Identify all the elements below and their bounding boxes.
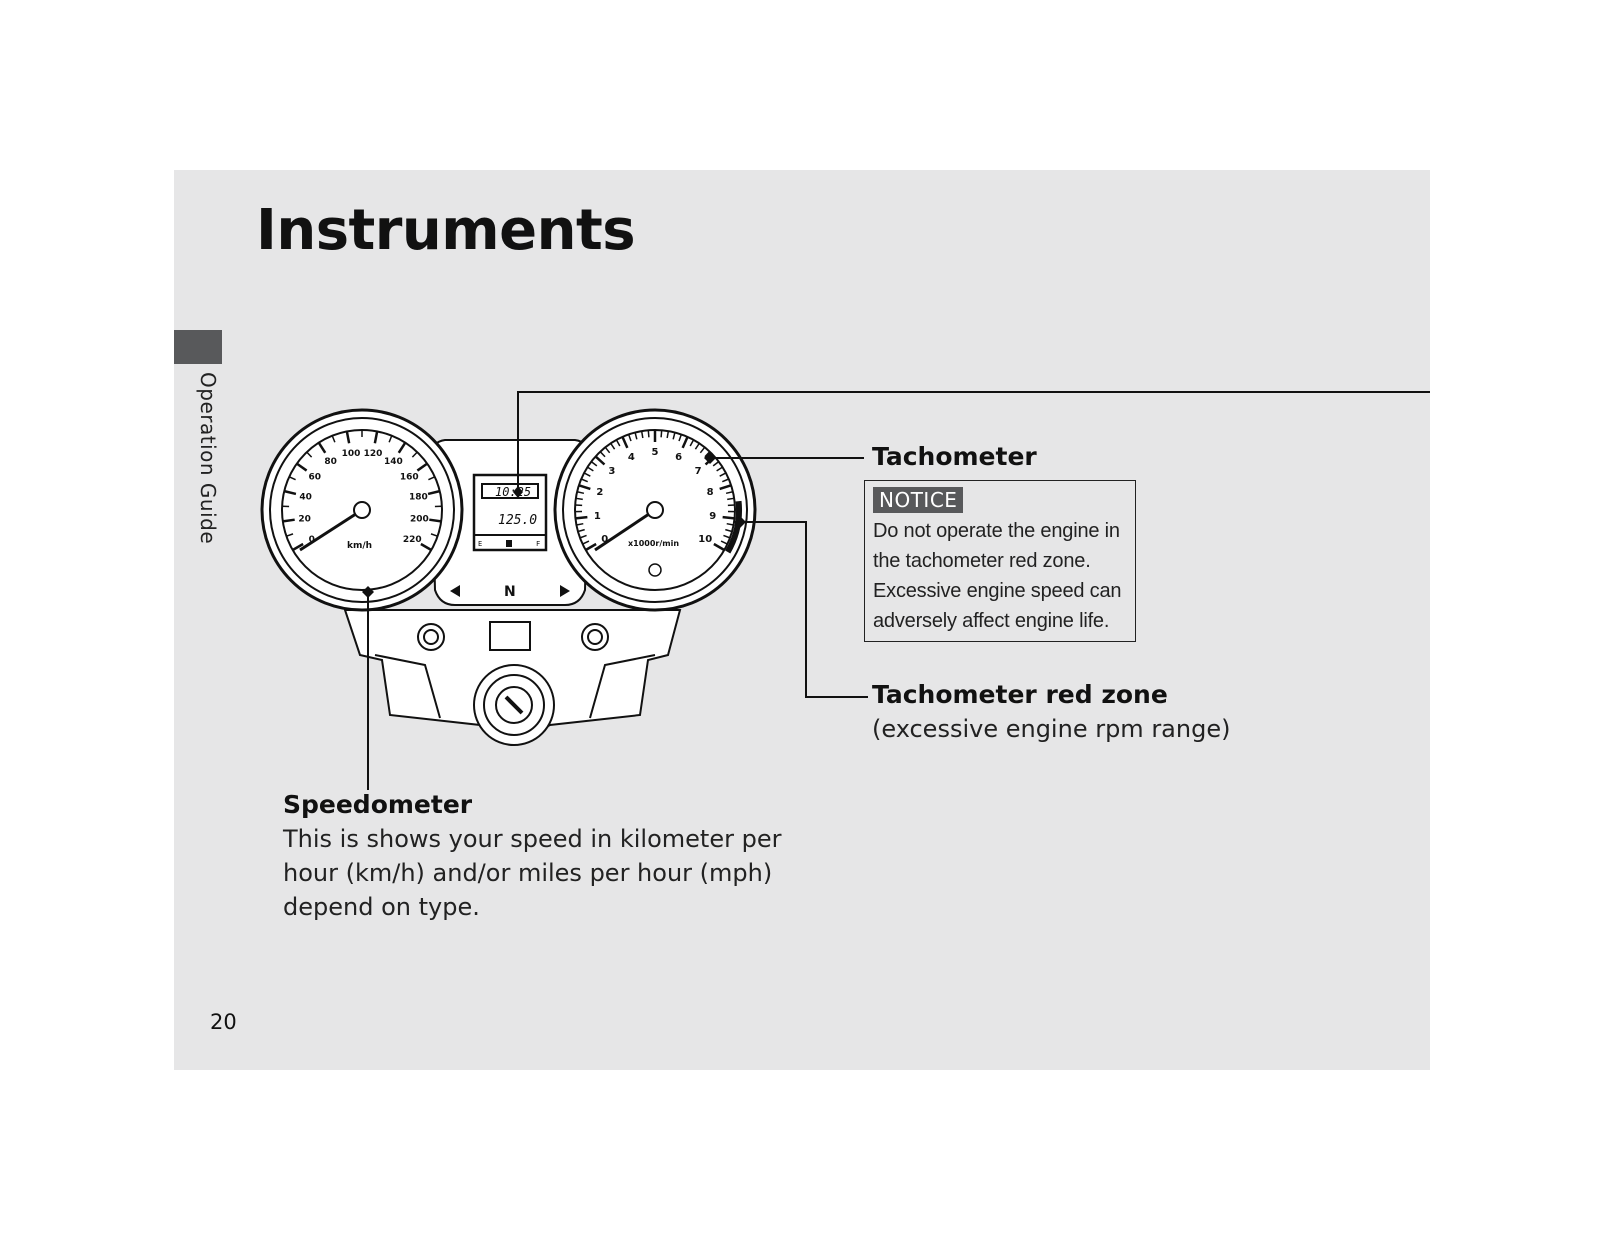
section-label: Operation Guide [196,372,220,545]
notice-text: Do not operate the engine in the tachome… [873,516,1127,636]
speed-tick [388,435,393,443]
right-turn-indicator-icon [560,585,570,597]
speedometer-line: depend on type. [283,893,480,921]
page-number: 20 [210,1010,237,1034]
notice-box: NOTICE Do not operate the engine in the … [864,480,1136,642]
tach-tick [720,540,728,545]
speed-tick-label: 0 [309,535,315,545]
notice-line: Excessive engine speed can [873,580,1122,602]
tach-tick [577,528,585,533]
lcd-clock: 10:25 [495,485,531,499]
speed-tick [331,435,336,443]
lcd-trip: 125.0 [498,513,537,528]
speed-tick-label: 180 [409,492,428,502]
speed-tick [283,489,297,496]
speed-tick [430,533,438,537]
speed-tick [411,451,418,458]
speed-tick [373,431,379,444]
tach-tick-label: 1 [594,511,601,522]
fuel-full-label: F [536,540,540,548]
tach-unit-label: x1000r/min [628,539,679,548]
speedometer-description: This is shows your speed in kilometer pe… [283,822,781,924]
fuel-gauge-icon [506,540,512,547]
speed-tick-label: 220 [403,535,422,545]
speed-tick [420,542,432,552]
speed-tick [282,518,295,523]
tach-tick [576,522,584,526]
speed-tick-label: 160 [400,472,419,482]
left-turn-indicator-icon [450,585,460,597]
tach-tick [585,542,597,552]
notice-badge: NOTICE [873,487,964,513]
tach-tick-label: 4 [628,452,635,463]
notice-line: adversely affect engine life. [873,610,1110,632]
tach-tick-label: 10 [698,534,712,545]
speed-tick-label: 140 [384,457,403,467]
speed-tick [288,476,296,481]
speed-tick-label: 120 [364,449,383,459]
speed-tick [428,476,436,481]
tach-tick [725,528,733,533]
speed-tick-label: 200 [410,514,429,524]
speed-tick [427,489,441,496]
tach-tick [722,515,735,520]
speed-tick-label: 60 [308,472,321,482]
tach-tick [727,497,735,501]
tach-tick [575,497,583,501]
tach-tick-label: 0 [601,534,608,545]
tach-tick-label: 8 [707,487,714,498]
speed-tick-label: 100 [342,449,361,459]
tachometer-needle [594,508,656,552]
tach-tick-label: 3 [608,466,615,477]
tach-tick-label: 2 [596,487,603,498]
tach-tick-label: 6 [675,452,682,463]
speed-tick [292,542,304,552]
red-zone-heading: Tachometer red zone [872,680,1168,709]
neutral-indicator: N [504,584,516,600]
speed-tick [416,462,428,472]
speed-tick [397,442,407,454]
speedometer-line: hour (km/h) and/or miles per hour (mph) [283,859,773,887]
red-zone-description: (excessive engine rpm range) [872,715,1231,743]
notice-line: the tachometer red zone. [873,550,1091,572]
notice-line: Do not operate the engine in [873,520,1120,542]
page-title: Instruments [256,198,636,263]
tach-tick [647,430,650,438]
speedometer-needle [299,508,363,552]
speed-tick [429,518,442,523]
indicator-window [489,621,531,651]
tach-tick [582,540,590,545]
tach-tick [723,534,731,539]
speed-tick-label: 80 [324,457,337,467]
speed-unit-label: km/h [347,541,372,551]
section-tab [174,330,222,364]
fuel-empty-label: E [478,540,482,548]
tach-tick-label: 5 [652,447,659,458]
speedometer-line: This is shows your speed in kilometer pe… [283,825,782,853]
speedometer-heading: Speedometer [283,790,473,819]
tach-tick [726,522,734,526]
speed-tick-label: 20 [298,514,311,524]
tach-tick [575,515,588,520]
tach-tick [579,534,587,539]
speed-tick [345,431,351,444]
tachometer-heading: Tachometer [872,442,1037,471]
tach-tick [713,542,725,552]
speed-tick [317,442,327,454]
speed-tick [286,533,294,537]
speed-tick [306,451,313,458]
speed-tick-label: 40 [299,492,312,502]
tach-tick-label: 7 [695,466,702,477]
tach-tick-label: 9 [709,511,716,522]
tach-tick [660,430,663,438]
speed-tick [296,462,308,472]
